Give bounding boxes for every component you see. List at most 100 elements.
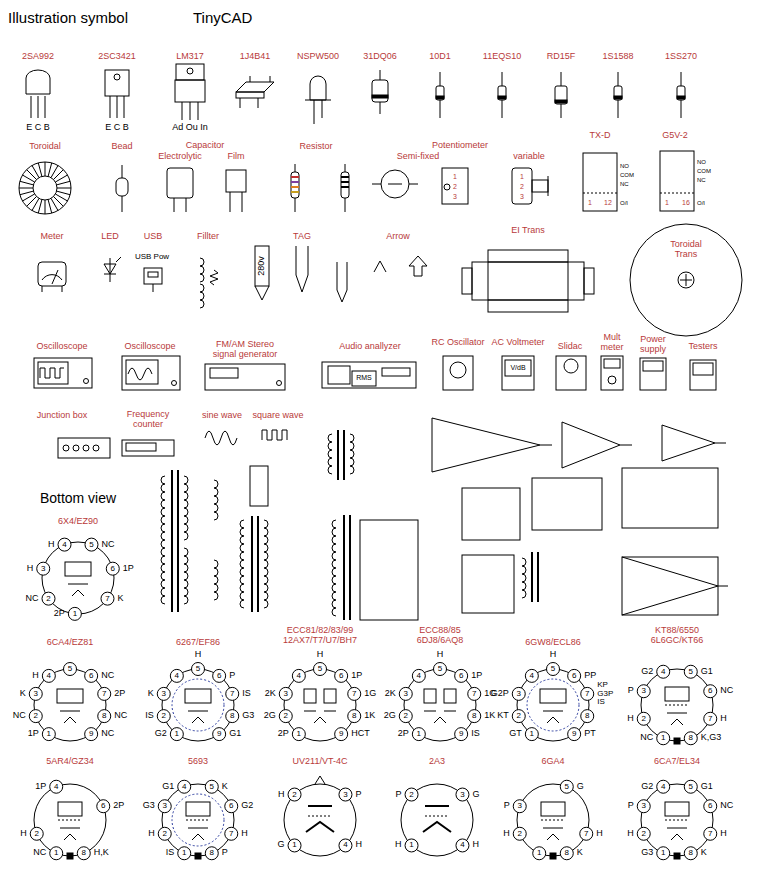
tube-key [550,853,556,859]
pin-number: 4 [661,667,665,676]
toroidal-winding [19,188,33,189]
pin-number: 3 [404,689,408,698]
pin-number: 8 [352,712,356,721]
pin-circle [456,788,469,801]
pin-circle [704,712,717,725]
part-label: 6267/EF86 [176,638,220,648]
tube-plate [665,802,689,816]
block-box [622,557,718,615]
tube-plate [304,689,316,703]
pin-name: H [317,650,324,660]
tube-envelope [162,784,234,856]
pin-number: 7 [229,829,233,838]
toroidal-winding [57,191,71,195]
title: Illustration symbol [8,10,128,27]
pin-number: 3 [460,790,464,799]
pin-circle [512,687,525,700]
pin-name: 2G [264,711,276,721]
junction-box-symbol [58,438,110,458]
tube-heater [547,834,559,840]
pin-number: 1 [182,849,186,858]
junction-terminal [63,445,69,451]
part-label: 31DQ06 [363,52,397,62]
variable-potentiometer [512,168,532,204]
part-label: 2 [453,183,457,191]
lead [230,192,231,212]
lead [502,72,503,86]
tube-envelope [401,784,473,856]
part-label: Potentiometer [432,141,488,151]
pin-name: G [472,790,479,800]
pin-number: 9 [217,730,221,739]
pin-circle [568,669,581,682]
tube-plate [186,802,210,816]
pin-name: H [148,829,155,839]
lead [502,100,503,118]
part-label: NSPW500 [297,52,339,62]
pin-number: 8 [585,712,589,721]
pin-number: 8 [565,849,569,858]
part-label: Mult meter [592,333,632,353]
diode-symbol [614,86,622,100]
tube-key [674,738,680,744]
part-label: RC Oscillator [430,338,486,348]
pin-circle [226,687,239,700]
diode-symbol [436,86,444,100]
led-ray [116,257,121,262]
pin-circle [98,710,111,723]
sine-wave [205,431,237,445]
tube-plate [324,689,336,703]
tube-key [674,853,680,859]
toroidal-transformer-hub [678,272,694,288]
part-label: EI Trans [511,226,545,236]
part-label: 3 [453,193,457,201]
pin-name: H [596,829,603,839]
pin-number: 5 [318,665,322,674]
toroidal-core [19,162,71,214]
tube-cathode [68,584,88,585]
diode-symbol [498,86,506,100]
pin-name: 2P [278,729,289,739]
pin-number: 3 [41,564,45,573]
part-label: G5V-2 [662,131,688,141]
pin-number: 3 [34,689,38,698]
coil-winding [184,476,188,540]
pin-circle [30,827,43,840]
pin-name: H [48,540,55,550]
pin-number: 4 [343,841,347,850]
pin-circle [684,732,697,745]
lead [122,165,123,178]
lead [345,198,346,212]
part-label: USB [144,232,163,242]
resistor-symbol [341,172,349,198]
pin-number: 3 [284,689,288,698]
core-line [488,300,568,301]
pin-name: G3 [242,711,254,721]
pin-circle [77,847,90,860]
diode-band [436,96,444,99]
pin-name: 2P [114,689,125,699]
pin-circle [405,839,418,852]
tag-symbol [255,286,269,300]
part-label: 1 [588,199,592,207]
lead [618,72,619,86]
tube-grid [541,820,565,821]
pin-number: 8 [102,712,106,721]
lead [618,100,619,118]
pin-number: 4 [297,671,301,680]
pin-circle [42,669,55,682]
pin-circle [50,780,63,793]
pin-number: 9 [89,730,93,739]
part-label: ECC81/82/83/99 12AX7/T7/U7/BH7 [270,626,370,646]
pin-name: 2P [113,801,124,811]
pin-name: H [27,564,34,574]
tube-shield [172,794,224,846]
mount-hole [187,68,193,74]
pin-number: 7 [584,829,588,838]
pin-name: G1 [701,667,713,677]
tube-key [195,853,201,859]
meter-needle [52,270,58,284]
pin-number: 5 [210,782,214,791]
tube-envelope [517,784,589,856]
